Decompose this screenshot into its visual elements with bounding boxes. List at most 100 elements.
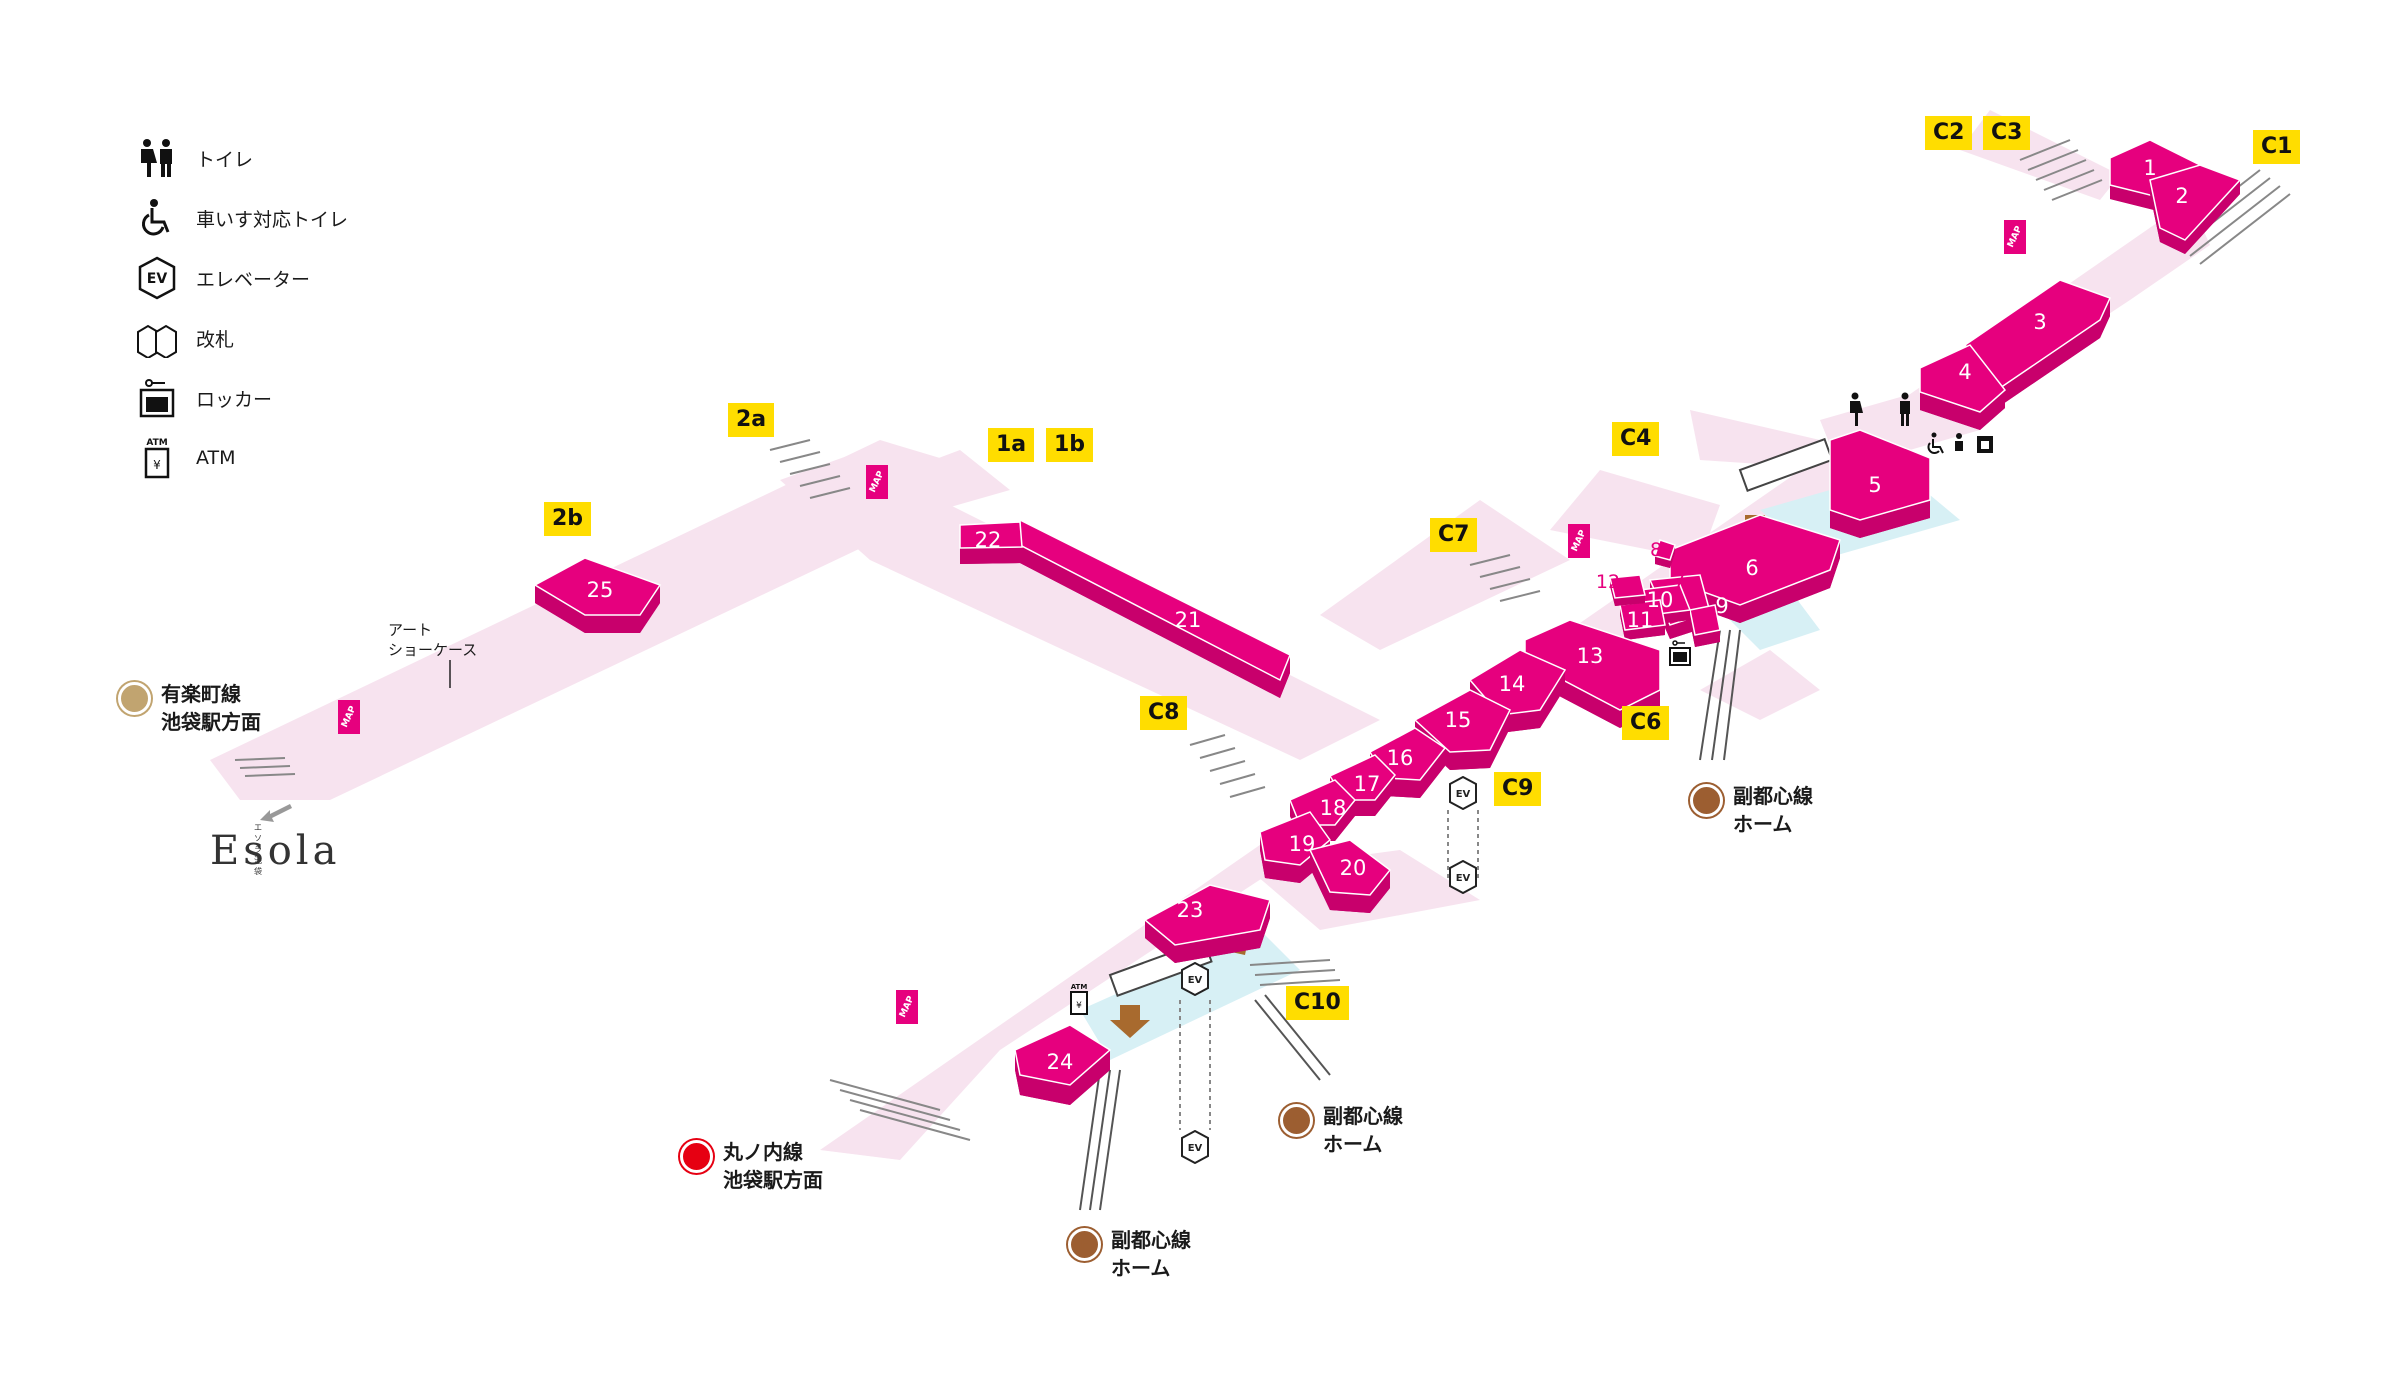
shop-wall [1370,870,1390,913]
stairs-c10 [1249,959,1341,986]
ev-shafts [1179,810,1479,1130]
shop-wall [1860,500,1930,538]
shop-top [533,557,662,616]
shop-top [1143,884,1271,946]
legend-ticket-gate: 改札 [130,308,390,368]
shop-number-3: 3 [2033,310,2046,334]
exit-c10[interactable]: C10 [1286,986,1349,1020]
stairs-yurakucho [234,757,296,777]
shop-wall [1145,920,1175,963]
shop-block-22[interactable] [959,521,1023,564]
exit-c4[interactable]: C4 [1612,422,1660,456]
exit-c6[interactable]: C6 [1622,706,1670,740]
elevator-icon[interactable]: EV [1180,962,1210,996]
dest-fukutoshin-right[interactable]: F 副都心線ホーム [1690,782,1813,838]
art-showcase-label: アート ショーケース [388,621,478,659]
dest-fukutoshin-bottom[interactable]: F 副都心線ホーム [1068,1226,1191,1282]
shop-wall [535,585,585,633]
shop-wall [585,615,640,633]
fukutoshin-line-icon: F [1690,784,1723,817]
elevator-icon[interactable]: EV [1180,1130,1210,1164]
map-board[interactable]: MAP [896,990,918,1024]
exit-1a[interactable]: 1a [988,428,1035,462]
svg-text:EV: EV [147,271,168,287]
shop-block-21[interactable] [1019,518,1291,698]
shop-number-9: 9 [1715,594,1728,618]
svg-text:EV: EV [1456,789,1471,800]
shop-wall [1310,850,1330,910]
shop-block-3[interactable] [1963,279,2112,406]
exit-c9[interactable]: C9 [1494,772,1542,806]
exit-c8[interactable]: C8 [1140,696,1188,730]
shop-block-5[interactable] [1829,429,1931,538]
svg-text:ATM: ATM [146,438,167,448]
legend-locker: ロッカー [130,368,390,428]
shop-top [2149,164,2242,241]
shop-top [959,521,1023,549]
legend-label: 改札 [196,328,235,351]
exit-2b[interactable]: 2b [544,502,592,536]
svg-text:EV: EV [1456,873,1471,884]
dest-fukutoshin-center[interactable]: F 副都心線ホーム [1280,1102,1403,1158]
ticket-gate-icon [130,316,184,360]
map-board[interactable]: MAP [2004,220,2026,254]
legend-elevator: EV エレベーター [130,248,390,308]
exit-2a[interactable]: 2a [728,403,775,437]
shop-top [1829,429,1931,521]
shop-block-23[interactable] [1143,884,1271,963]
shop-wall [2100,298,2110,338]
shop-wall [640,585,660,633]
shop-wall [1280,655,1290,698]
shop-block-9[interactable] [1689,604,1721,647]
shop-number-25: 25 [587,578,614,602]
wheelchair-restroom-icon [1927,432,1993,454]
shop-block-24[interactable] [1014,1024,1112,1105]
shop-block-20[interactable] [1308,839,1392,913]
exit-1b[interactable]: 1b [1046,428,1094,462]
elevator-icon[interactable]: EV [1448,860,1478,894]
shop-number-19: 19 [1289,832,1316,856]
wheelchair-restroom-icon [130,196,184,240]
shop-block-8[interactable] [1654,539,1676,568]
shop-wall [2000,320,2100,406]
stairs-c8 [1189,734,1266,798]
legend-wheelchair-restroom: 車いす対応トイレ [130,188,390,248]
shop-number-18: 18 [1320,796,1347,820]
exit-c2[interactable]: C2 [1925,116,1973,150]
shop-block-16[interactable] [1368,727,1447,798]
shop-block-2[interactable] [2149,164,2242,254]
shop-wall [960,547,1022,564]
shop-number-6: 6 [1745,556,1758,580]
shop-wall [1740,570,1830,623]
shop-block-25[interactable] [533,557,662,633]
map-board[interactable]: MAP [866,465,888,499]
restroom-icon [130,136,184,180]
svg-text:¥: ¥ [1076,1001,1082,1011]
shop-block-6[interactable] [1669,514,1841,623]
dest-yurakucho[interactable]: Y 有楽町線池袋駅方面 [118,680,261,736]
shop-number-8: 8 [1650,539,1662,561]
shop-wall [1980,390,2005,430]
elevator-icon[interactable]: EV [1448,776,1478,810]
exit-c1[interactable]: C1 [2253,130,2301,164]
shop-block-4[interactable] [1919,344,2007,430]
shop-block-11[interactable] [1619,599,1666,640]
legend-label: 車いす対応トイレ [196,208,349,231]
shop-number-15: 15 [1445,708,1472,732]
fukutoshin-line-icon: F [1280,1104,1313,1137]
shop-wall [1830,510,1860,538]
shop-number-4: 4 [1958,360,1971,384]
shop-block-12[interactable] [1609,574,1646,606]
shop-number-10: 10 [1647,588,1674,612]
map-board[interactable]: MAP [1568,524,1590,558]
shop-number-2: 2 [2175,184,2188,208]
exit-c3[interactable]: C3 [1983,116,2031,150]
map-board[interactable]: MAP [338,700,360,734]
exit-c7[interactable]: C7 [1430,518,1478,552]
shop-number-23: 23 [1177,898,1204,922]
shop-wall [1260,900,1270,948]
stairs-fukutoshin-down [1079,629,1741,1211]
stairs-c2c3 [2019,139,2103,201]
dest-marunouchi[interactable]: M 丸ノ内線池袋駅方面 [680,1138,823,1194]
